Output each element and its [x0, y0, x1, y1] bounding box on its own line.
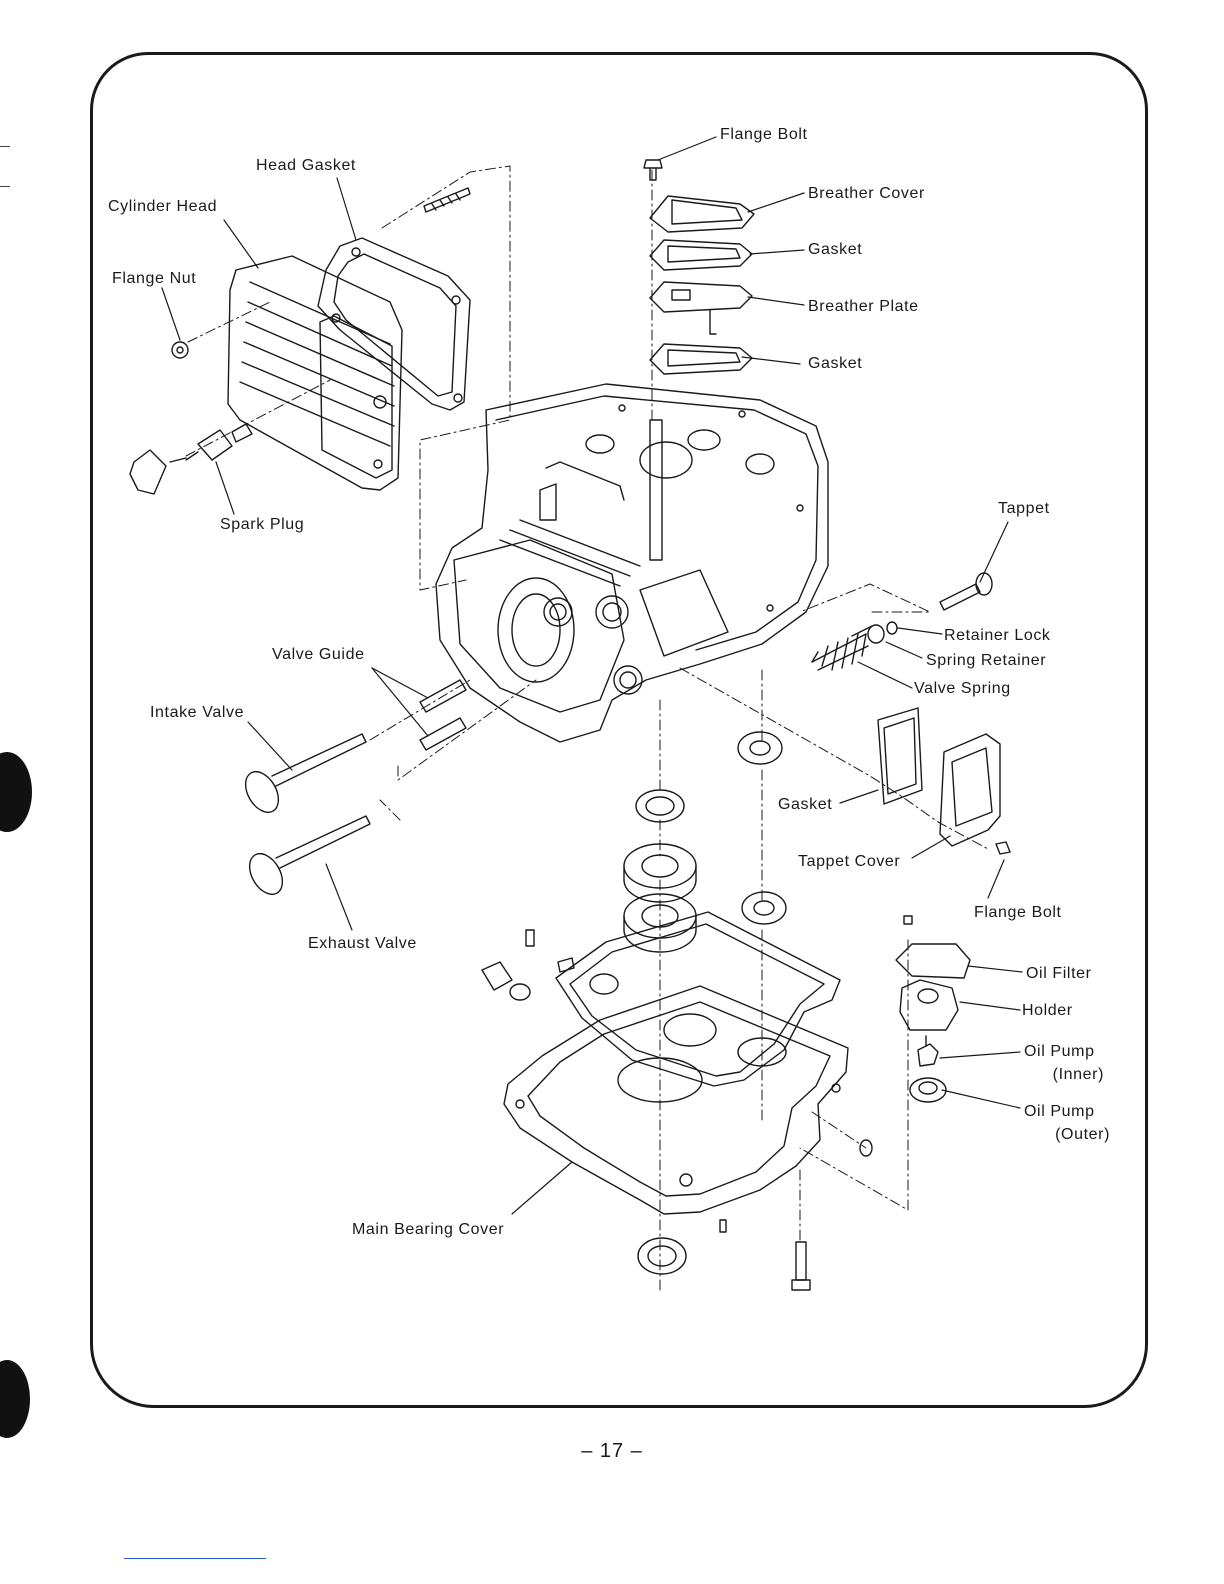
- leader-gasket-upper: [750, 250, 804, 254]
- retainer-lock-part: [887, 622, 897, 634]
- leader-flange-nut: [162, 288, 180, 340]
- oil-pump-outer-part: [910, 1078, 946, 1102]
- leader-exhaust-valve: [326, 864, 352, 930]
- label-spark-plug: Spark Plug: [220, 516, 305, 533]
- breather-cover-part: [650, 196, 754, 232]
- tappet-cover-part: [940, 734, 1000, 846]
- label-holder: Holder: [1022, 1002, 1073, 1019]
- main-bearing-cover-part: [504, 974, 848, 1214]
- label-tappet: Tappet: [998, 500, 1050, 517]
- label-gasket-upper: Gasket: [808, 241, 863, 258]
- leader-gasket-lower: [742, 357, 800, 364]
- valve-guide-part: [420, 680, 466, 750]
- label-tappet-cover: Tappet Cover: [798, 853, 901, 870]
- label-gasket-tappet: Gasket: [778, 796, 833, 813]
- leader-flange-bolt-top: [658, 137, 716, 160]
- footer-rule: [124, 1558, 266, 1559]
- oil-filter-part: [896, 916, 970, 978]
- leader-breather-cover: [748, 193, 804, 212]
- leader-lines: [162, 137, 1022, 1214]
- leader-spring-retainer: [886, 642, 922, 658]
- ball-bearing-upper-part: [624, 844, 696, 902]
- leader-tappet-cover: [912, 836, 950, 858]
- main-bearing-gasket-part: [556, 912, 840, 1086]
- label-main-bearing-cover: Main Bearing Cover: [352, 1221, 505, 1238]
- bearing-small-upper-part: [738, 732, 782, 764]
- leader-oil-filter: [968, 966, 1022, 972]
- crankcase-part: [436, 384, 828, 742]
- leader-valve-spring: [858, 662, 912, 688]
- label-oil-pump-outer: Oil Pump: [1024, 1103, 1095, 1120]
- breather-gasket-upper-part: [650, 240, 752, 270]
- flange-bolt-top-part: [644, 160, 662, 180]
- cover-bolt-part: [792, 1242, 810, 1290]
- leader-spark-plug: [216, 462, 234, 514]
- label-oil-pump-outer-sub: (Outer): [1055, 1126, 1110, 1143]
- label-oil-filter: Oil Filter: [1026, 965, 1092, 982]
- leader-main-bearing-cover: [512, 1162, 572, 1214]
- margin-tick: [0, 146, 10, 147]
- leader-flange-bolt-bottom: [988, 860, 1004, 898]
- stud-bolt-part: [424, 188, 470, 212]
- oil-seal-upper-part: [636, 790, 684, 822]
- leader-intake-valve: [248, 722, 292, 770]
- leader-valve-guide: [372, 668, 428, 736]
- label-flange-nut: Flange Nut: [112, 270, 197, 287]
- leader-retainer-lock: [898, 628, 942, 634]
- page-number: – 17 –: [581, 1440, 643, 1462]
- leader-holder: [960, 1002, 1020, 1010]
- leader-tappet: [980, 522, 1008, 582]
- label-flange-bolt-top: Flange Bolt: [720, 126, 808, 143]
- tappet-gasket-part: [878, 708, 922, 804]
- spark-plug-part: [186, 424, 252, 460]
- leader-breather-plate: [748, 297, 804, 305]
- label-valve-guide: Valve Guide: [272, 646, 365, 663]
- oil-pump-inner-part: [918, 1036, 938, 1066]
- flange-bolt-bottom-part: [996, 842, 1010, 854]
- breather-gasket-lower-part: [650, 344, 752, 374]
- label-oil-pump-inner-sub: (Inner): [1052, 1066, 1104, 1083]
- leader-oil-pump-outer: [942, 1090, 1020, 1108]
- flange-nut-part: [172, 342, 188, 358]
- label-cylinder-head: Cylinder Head: [108, 198, 218, 215]
- label-valve-spring: Valve Spring: [914, 680, 1011, 697]
- cylinder-head-part: [228, 256, 402, 490]
- leader-cylinder-head: [224, 220, 258, 268]
- tappet-part: [940, 573, 992, 610]
- valve-spring-part: [812, 626, 872, 670]
- leader-oil-pump-inner: [940, 1052, 1020, 1058]
- label-head-gasket: Head Gasket: [256, 157, 356, 174]
- exhaust-valve-part: [243, 816, 370, 900]
- label-flange-bolt-bottom: Flange Bolt: [974, 904, 1062, 921]
- leader-gasket-tappet: [840, 790, 878, 803]
- label-retainer-lock: Retainer Lock: [944, 627, 1051, 644]
- holder-part: [900, 980, 958, 1030]
- label-breather-plate: Breather Plate: [808, 298, 919, 315]
- label-oil-pump-inner: Oil Pump: [1024, 1043, 1095, 1060]
- breather-plate-part: [650, 282, 752, 334]
- intake-valve-part: [239, 734, 366, 818]
- label-gasket-lower: Gasket: [808, 355, 863, 372]
- stud-thread-part: [432, 194, 460, 210]
- dowel-pin-part: [720, 1220, 726, 1232]
- washer-part: [860, 1140, 872, 1156]
- margin-tick: [0, 186, 10, 187]
- plug-cap-part: [130, 450, 186, 494]
- oil-seal-bottom-part: [638, 1238, 686, 1274]
- spring-retainer-part: [868, 625, 884, 643]
- label-spring-retainer: Spring Retainer: [926, 652, 1047, 669]
- leader-head-gasket: [337, 178, 356, 240]
- bearing-small-lower-part: [742, 892, 786, 924]
- drain-plug-part: [482, 930, 574, 1000]
- label-breather-cover: Breather Cover: [808, 185, 925, 202]
- label-exhaust-valve: Exhaust Valve: [308, 935, 417, 952]
- diagram-frame: [90, 52, 1148, 1408]
- label-intake-valve: Intake Valve: [150, 704, 245, 721]
- head-gasket-part: [318, 238, 470, 410]
- assembly-centerlines: [186, 166, 990, 1290]
